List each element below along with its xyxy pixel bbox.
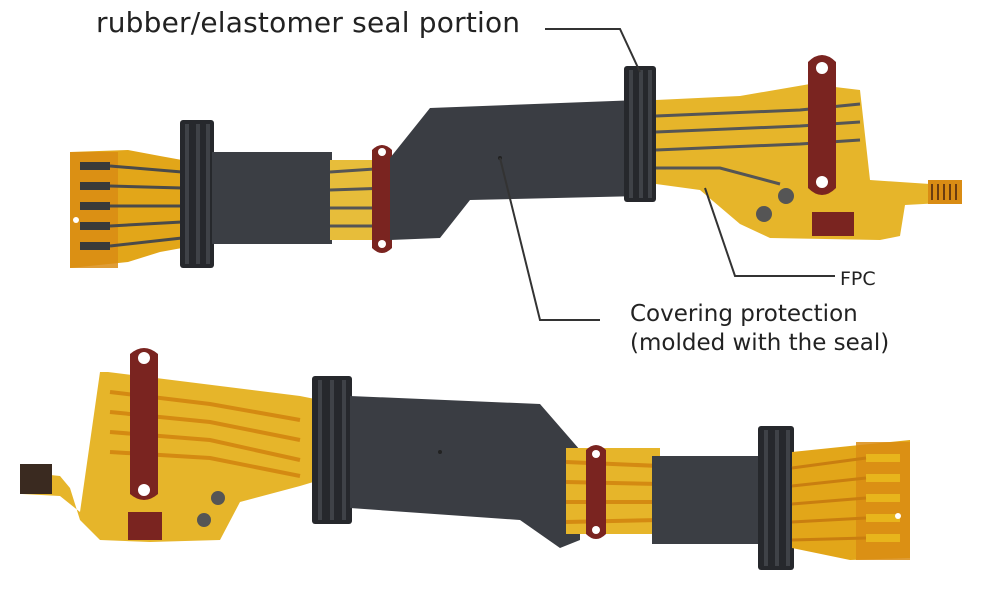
top-left-seal <box>180 120 214 268</box>
bottom-left-seal <box>312 376 352 524</box>
bottom-right-seal <box>758 426 794 570</box>
top-cover-wide <box>390 100 640 240</box>
leader-lines <box>499 28 835 321</box>
bottom-mid-fpc <box>565 445 661 539</box>
seal-annotation: rubber/elastomer seal portion <box>96 6 521 39</box>
bottom-cover-narrow <box>652 456 762 544</box>
top-mid-fpc <box>329 145 392 253</box>
seal-leader-line <box>545 28 641 73</box>
cover-annotation: Covering protection (molded with the sea… <box>630 300 889 358</box>
cover-annotation-line1: Covering protection <box>630 301 858 327</box>
bottom-flex-cable <box>20 348 910 570</box>
top-right-seal <box>624 66 656 202</box>
bottom-left-fpc <box>20 348 320 542</box>
cover-annotation-line2: (molded with the seal) <box>630 330 890 356</box>
fpc-annotation: FPC <box>840 268 876 290</box>
top-right-fpc <box>655 55 962 240</box>
bottom-cover-wide <box>350 396 580 548</box>
top-cover-narrow <box>212 152 332 244</box>
bottom-right-connector <box>791 440 910 560</box>
fpc-leader-line <box>704 187 835 277</box>
cover-leader-line <box>499 157 600 321</box>
top-flex-cable <box>70 55 962 268</box>
top-left-connector <box>70 150 183 268</box>
